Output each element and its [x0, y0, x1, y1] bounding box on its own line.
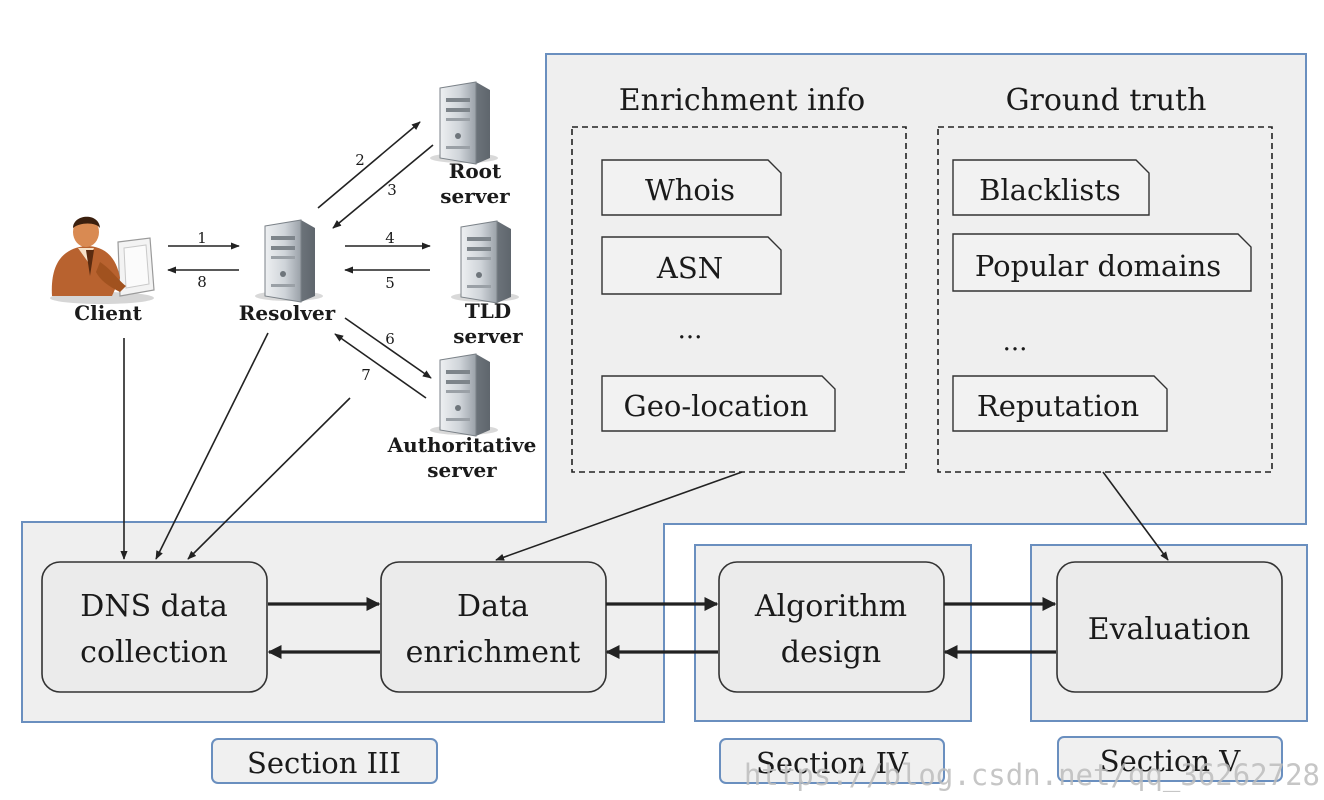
enrichment-heading: Enrichment info — [619, 83, 865, 118]
tld-server-label-1: TLD — [465, 299, 511, 323]
stage-data-enrichment-line2: enrichment — [406, 635, 581, 670]
step-label-7: 7 — [361, 366, 371, 384]
doc-whois: Whois — [601, 159, 782, 216]
stage-dns-collection-line2: collection — [80, 635, 228, 670]
stage-algorithm-design — [718, 561, 945, 693]
section-v-tab — [1057, 736, 1283, 782]
doc-asn: ASN — [601, 236, 782, 295]
client-label: Client — [74, 301, 142, 325]
watermark: https://blog.csdn.net/qq_36262728 — [744, 758, 1320, 793]
arrow-ground-truth-to-evaluation — [1102, 471, 1169, 561]
arrow-authoritative-to-collection — [187, 397, 351, 560]
doc-geo-location: Geo-location — [601, 375, 836, 432]
root-server-label-2: server — [440, 184, 510, 208]
root-server-label-1: Root — [449, 159, 502, 183]
enrichment-ellipsis: ... — [678, 315, 703, 345]
authoritative-server-icon — [429, 353, 499, 437]
stage-evaluation-label: Evaluation — [1088, 612, 1251, 647]
doc-asn-label: ASN — [656, 251, 723, 285]
arrow-resolver-to-collection — [155, 332, 269, 560]
tld-server-label-2: server — [453, 324, 523, 348]
enrichment-group — [571, 126, 907, 473]
authoritative-server-label-2: server — [427, 458, 497, 482]
step-label-4: 4 — [385, 229, 395, 247]
step-label-3: 3 — [387, 181, 397, 199]
resolver-label: Resolver — [239, 301, 336, 325]
step-label-1: 1 — [197, 229, 207, 247]
doc-whois-label: Whois — [645, 173, 735, 207]
stage-algorithm-design-line2: design — [781, 635, 881, 670]
doc-reputation-label: Reputation — [977, 389, 1139, 423]
stage-evaluation — [1056, 561, 1283, 693]
stage-dns-collection-line1: DNS data — [80, 589, 228, 624]
step-label-2: 2 — [355, 151, 365, 169]
arrow-enrichment-info-to-stage — [495, 471, 743, 561]
ground-truth-heading: Ground truth — [1006, 83, 1207, 118]
section-iv-label: Section IV — [756, 746, 909, 780]
step-label-6: 6 — [385, 330, 395, 348]
tld-server-icon — [450, 220, 520, 304]
section-iii-tab — [211, 738, 438, 784]
client-icon — [50, 216, 155, 304]
stage-algorithm-design-line1: Algorithm — [754, 589, 907, 624]
doc-blacklists: Blacklists — [952, 159, 1150, 216]
stage-data-enrichment — [380, 561, 607, 693]
ground-truth-ellipsis: ... — [1003, 327, 1028, 357]
ground-truth-group — [937, 126, 1273, 473]
arrow-step-6 — [344, 317, 432, 379]
step-label-5: 5 — [385, 274, 395, 292]
doc-blacklists-label: Blacklists — [979, 173, 1121, 207]
doc-reputation: Reputation — [952, 375, 1168, 432]
step-label-8: 8 — [197, 273, 207, 291]
arrow-step-7 — [334, 333, 427, 399]
root-server-icon — [429, 81, 499, 165]
authoritative-server-label-1: Authoritative — [387, 433, 537, 457]
doc-geo-location-label: Geo-location — [624, 389, 809, 423]
section-iii-label: Section III — [247, 746, 401, 780]
resolver-server-icon — [254, 219, 324, 303]
section-iv-tab — [719, 738, 945, 784]
arrow-step-2 — [317, 121, 421, 209]
section-v-label: Section V — [1100, 744, 1242, 778]
doc-popular-domains-label: Popular domains — [975, 249, 1221, 283]
arrow-step-3 — [332, 144, 434, 229]
doc-popular-domains: Popular domains — [952, 233, 1252, 292]
stage-dns-collection — [41, 561, 268, 693]
stage-data-enrichment-line1: Data — [457, 589, 529, 624]
